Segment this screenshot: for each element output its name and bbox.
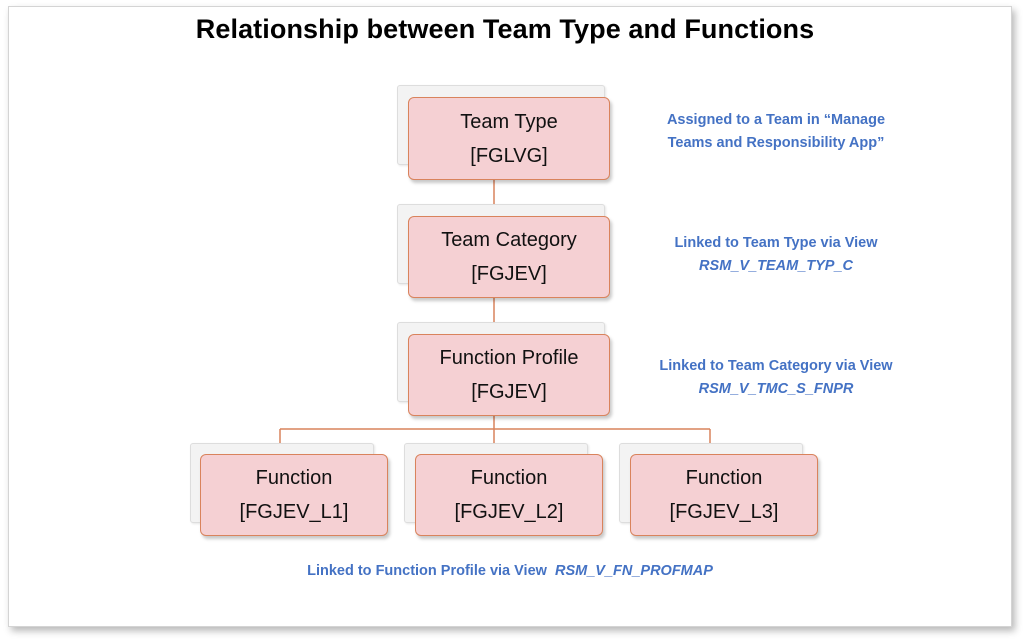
team-type-node: Team Type [FGLVG] (408, 97, 610, 180)
function-1-code: [FGJEV_L1] (239, 501, 349, 523)
team-type-note-line-1: Assigned to a Team in “Manage (666, 112, 886, 128)
team-category-node: Team Category [FGJEV] (408, 216, 610, 298)
function-profile-note-view: RSM_V_TMC_S_FNPR (698, 381, 854, 397)
function-1-label: Function (255, 467, 333, 489)
function-profile-label: Function Profile (439, 347, 579, 369)
function-profile-node: Function Profile [FGJEV] (408, 334, 610, 416)
functions-note-view: RSM_V_FN_PROFMAP (554, 563, 713, 579)
team-category-code: [FGJEV] (471, 263, 547, 285)
function-1-node: Function [FGJEV_L1] (200, 454, 388, 536)
team-category-note-view: RSM_V_TEAM_TYP_C (699, 258, 853, 274)
function-3-node: Function [FGJEV_L3] (630, 454, 818, 536)
team-type-note-line-2: Teams and Responsibility App” (667, 135, 885, 151)
team-type-label: Team Type (460, 110, 558, 133)
team-category-note: Linked to Team Type via View RSM_V_TEAM_… (630, 232, 922, 278)
function-2-code: [FGJEV_L2] (454, 501, 564, 523)
function-profile-note-line-1: Linked to Team Category via View (659, 358, 893, 374)
function-2-node: Function [FGJEV_L2] (415, 454, 603, 536)
team-type-code: [FGLVG] (470, 144, 548, 167)
team-category-note-line-1: Linked to Team Type via View (674, 235, 878, 251)
function-3-code: [FGJEV_L3] (669, 501, 779, 523)
functions-note: Linked to Function Profile via View RSM_… (230, 560, 790, 583)
functions-note-text: Linked to Function Profile via View (307, 563, 547, 579)
function-3-label: Function (685, 467, 763, 489)
function-2-label: Function (470, 467, 548, 489)
team-type-note: Assigned to a Team in “Manage Teams and … (630, 109, 922, 155)
function-profile-note: Linked to Team Category via View RSM_V_T… (630, 355, 922, 401)
function-profile-code: [FGJEV] (471, 381, 547, 403)
diagram-title: Relationship between Team Type and Funct… (195, 14, 815, 44)
team-category-label: Team Category (441, 229, 577, 251)
